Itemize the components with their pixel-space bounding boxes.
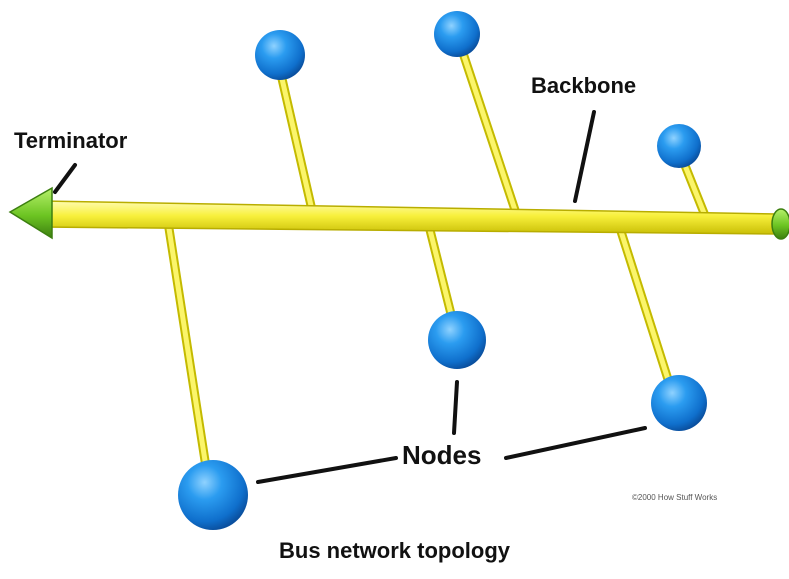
backbone-label: Backbone — [531, 73, 637, 98]
terminator-label: Terminator — [14, 128, 128, 153]
callout-lines — [53, 110, 647, 484]
branch-line — [165, 219, 211, 483]
node — [657, 124, 701, 168]
node — [428, 311, 486, 369]
terminator-left — [8, 186, 53, 240]
callout-line-backbone — [573, 110, 596, 203]
branch-line — [679, 155, 709, 221]
node — [434, 11, 480, 57]
branch-line — [277, 67, 315, 213]
node — [255, 30, 305, 80]
nodes — [178, 11, 707, 530]
backbone-bus — [41, 200, 779, 235]
node — [178, 460, 248, 530]
nodes-label: Nodes — [402, 440, 482, 470]
terminator-right — [771, 208, 789, 240]
copyright-text: ©2000 How Stuff Works — [632, 493, 718, 502]
branch-line — [615, 219, 675, 395]
node — [651, 375, 707, 431]
callout-line-terminator — [53, 163, 77, 194]
callout-line-nodes — [256, 456, 398, 484]
callout-line-nodes — [504, 426, 647, 460]
branch-lines-highlight — [165, 47, 709, 483]
figure-caption: Bus network topology — [279, 538, 510, 563]
branch-line — [459, 47, 518, 213]
callout-line-nodes — [452, 380, 459, 435]
